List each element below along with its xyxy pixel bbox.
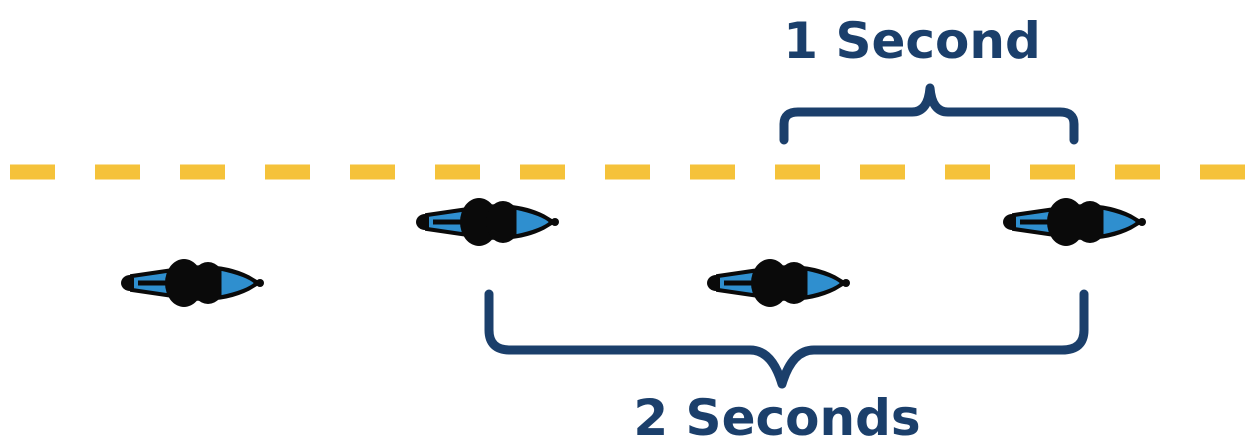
one-second-label: 1 Second (783, 12, 1041, 70)
motorcycle-4 (1003, 198, 1146, 246)
two-seconds-label: 2 Seconds (633, 389, 920, 445)
one-second-brace (779, 83, 1079, 145)
motorcycle-1 (121, 259, 264, 307)
two-seconds-brace (484, 289, 1089, 389)
motorcycle-3 (707, 259, 850, 307)
motorcycle-2 (416, 198, 559, 246)
